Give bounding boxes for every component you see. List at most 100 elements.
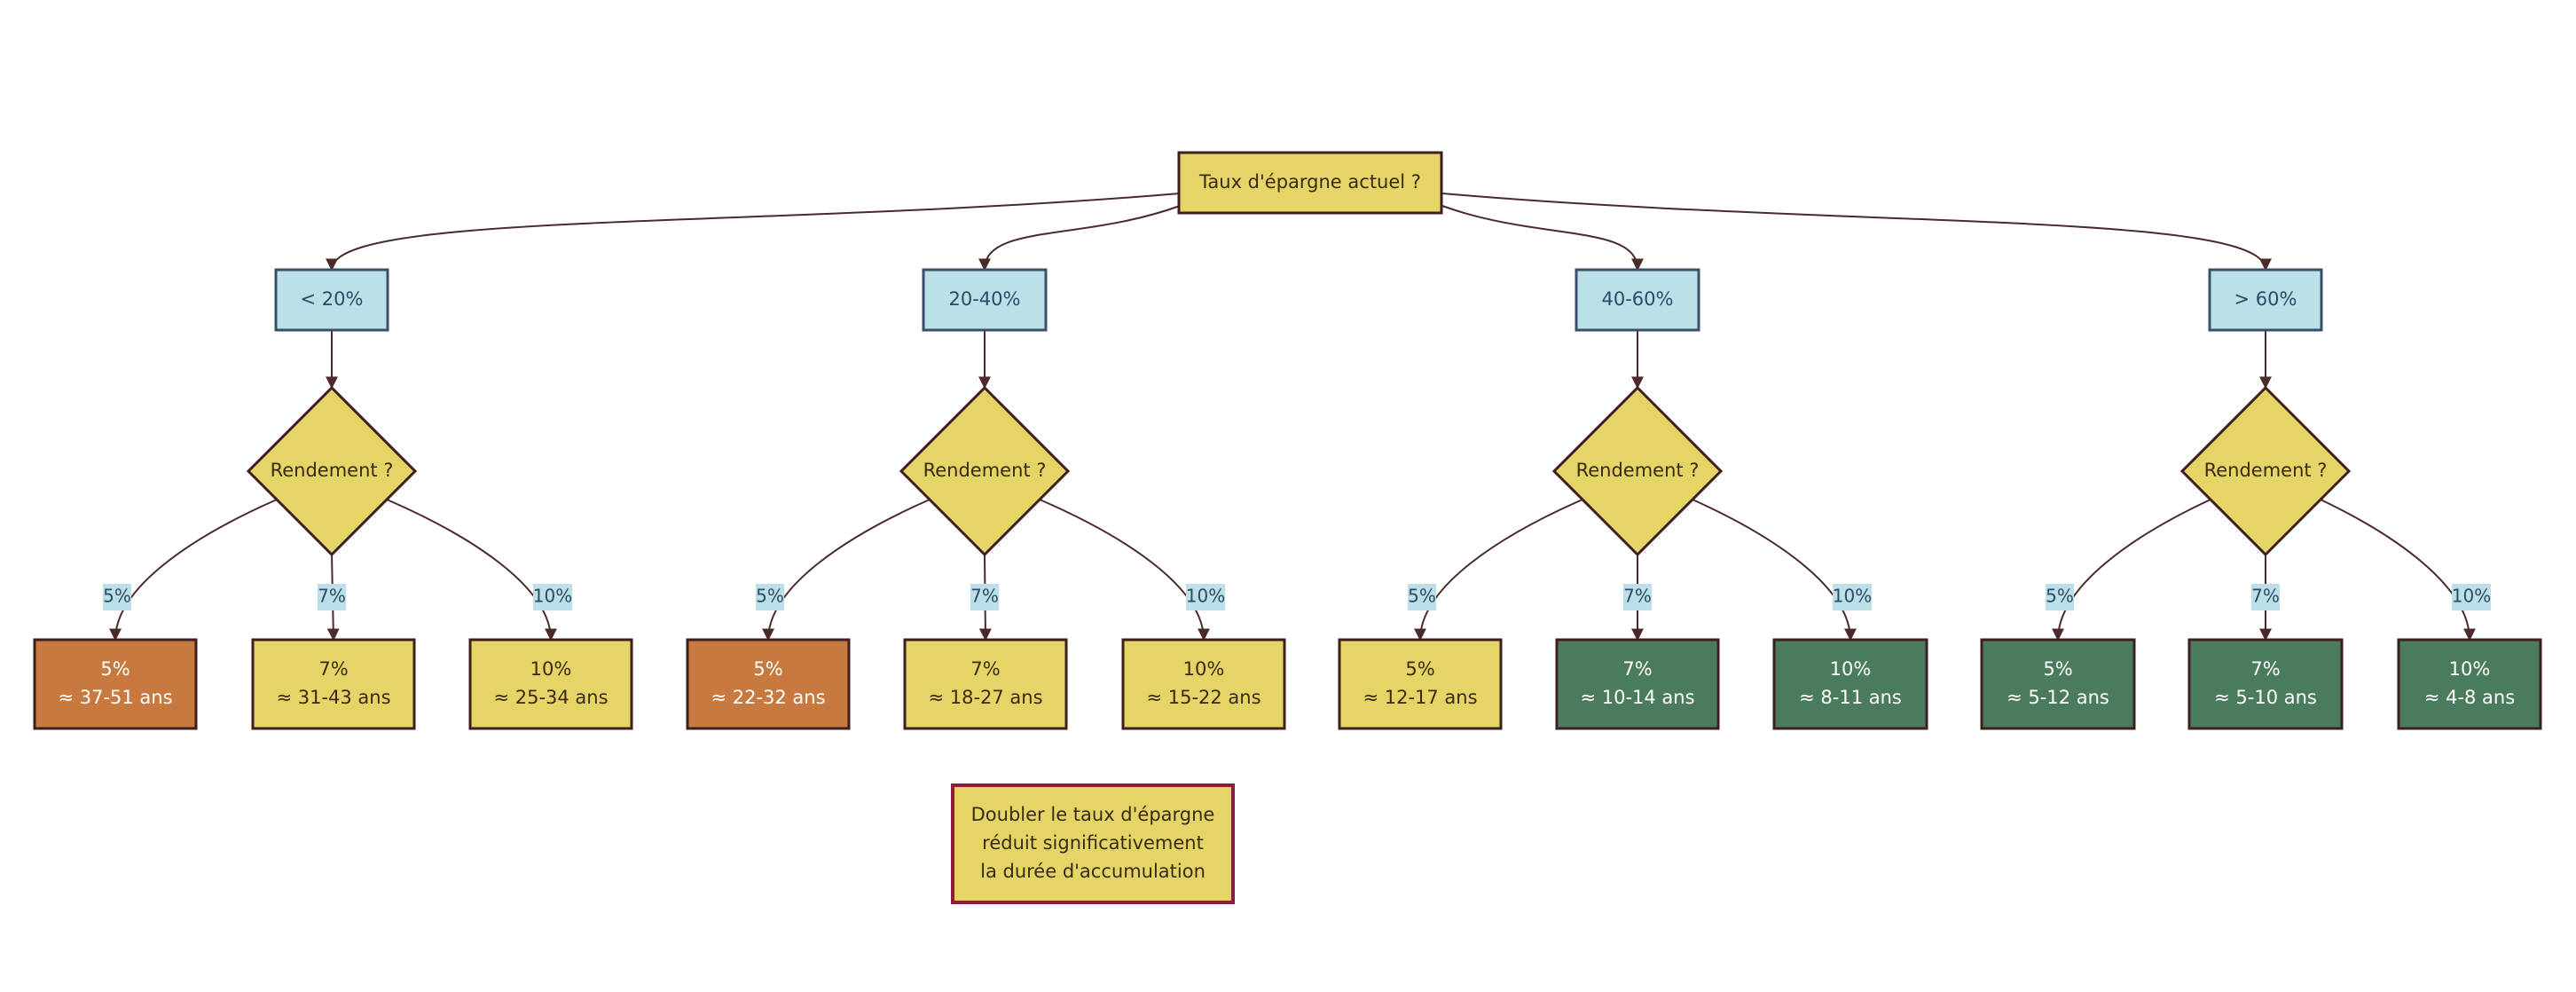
outcome-years: ≈ 4-8 ans [2424,687,2515,708]
edge-label: 7% [318,586,346,607]
outcome-box [2397,638,2542,730]
edge-label-background [756,584,784,610]
edge-label: 7% [970,586,999,607]
edge-label-background [2452,584,2491,610]
edges-layer [109,193,2476,642]
outcome-rate: 10% [530,658,572,680]
edge-root-to-range [1441,205,1644,272]
outcome-node: 7% ≈ 31-43 ans [251,638,416,730]
edge-question-to-outcome [2052,499,2211,642]
edge-label: 10% [1833,586,1872,607]
return-question-diamond [899,385,1071,557]
edge-label: 10% [533,586,572,607]
branch-group: 20-40%Rendement ? [899,268,1071,557]
outcome-years: ≈ 10-14 ans [1580,687,1694,708]
edge-label-background [103,584,131,610]
branch-group: 40-60% Rendement ? [1551,268,1724,557]
outcome-rate: 10% [1183,658,1225,680]
return-question-diamond [2179,385,2352,557]
edge-label-background [1186,584,1225,610]
outcome-years: ≈ 5-10 ans [2214,687,2317,708]
return-question-label: Rendement ? [2204,460,2328,481]
note-node: Doubler le taux d'épargne réduit signific… [951,783,1235,904]
edge-label: 5% [756,586,784,607]
edge-question-to-outcome [1414,499,1583,642]
edge-label-background [533,584,572,610]
note-box [951,783,1235,904]
return-question-label: Rendement ? [271,460,394,481]
range-box [2208,268,2323,332]
root-question-label: Taux d'épargne actuel ? [1198,171,1421,193]
branch-group: > 60% Rendement ? [2179,268,2352,557]
range-label: < 20% [301,288,364,310]
outcome-years: ≈ 31-43 ans [276,687,390,708]
outcome-node: 10% ≈ 25-34 ans [468,638,633,730]
edge-question-to-outcome [386,499,557,642]
edge-root-to-range [326,193,1181,272]
outcome-node: 7% ≈ 5-10 ans [2187,638,2344,730]
outcome-box [1555,638,1720,730]
outcome-rate: 5% [1405,658,1434,680]
edge-label: 5% [1408,586,1436,607]
note-line: Doubler le taux d'épargne [971,804,1215,825]
edge-label-background [1833,584,1872,610]
edge-label: 10% [1186,586,1225,607]
edge-label-background [318,584,346,610]
outcome-years: ≈ 8-11 ans [1799,687,1902,708]
edge-question-to-outcome [2320,499,2476,642]
outcome-node: 5%≈ 5-12 ans [1980,638,2136,730]
note-line: réduit significativement [982,832,1204,854]
range-box [1575,268,1700,332]
outcome-rate: 5% [2043,658,2072,680]
range-box [922,268,1048,332]
edge-question-to-outcome [1039,499,1210,642]
outcome-node: 5% ≈ 22-32 ans [686,638,851,730]
edge-label: 7% [2251,586,2280,607]
note-line: la durée d'accumulation [980,861,1206,882]
edge-labels-layer: 5%7%10%5%7%10%5%7%10%5%7%10% [103,584,2491,610]
outcome-years: ≈ 18-27 ans [928,687,1042,708]
return-question-diamond [1551,385,1724,557]
outcome-rate: 10% [1830,658,1872,680]
outcome-rate: 10% [2449,658,2491,680]
outcome-years: ≈ 25-34 ans [493,687,608,708]
root-question-node: Taux d'épargne actuel ? [1177,151,1443,215]
outcome-rate: 7% [2250,658,2280,680]
root-question-box [1177,151,1443,215]
edge-root-to-range [1441,193,2272,272]
edge-label-background [1408,584,1436,610]
outcome-box [686,638,851,730]
outcome-box [903,638,1068,730]
return-question-diamond [246,385,418,557]
outcome-box [1338,638,1503,730]
outcome-years: ≈ 15-22 ans [1146,687,1261,708]
range-label: > 60% [2234,288,2297,310]
nodes-layer: Taux d'épargne actuel ? < 20% Rendement ? 5… [33,151,2542,904]
edge-question-to-outcome [762,499,931,642]
outcome-box [1772,638,1928,730]
edge-label: 5% [103,586,131,607]
outcome-box [1121,638,1286,730]
outcome-rate: 5% [100,658,130,680]
edge-label: 10% [2452,586,2491,607]
outcome-node: 10% ≈ 8-11 ans [1772,638,1928,730]
outcome-node: 10% ≈ 15-22 ans [1121,638,1286,730]
return-question-label: Rendement ? [1576,460,1700,481]
outcome-node: 10% ≈ 4-8 ans [2397,638,2542,730]
range-box [274,268,389,332]
outcome-rate: 7% [1622,658,1652,680]
outcome-years: ≈ 12-17 ans [1363,687,1477,708]
outcome-years: ≈ 37-51 ans [58,687,172,708]
outcome-rate: 5% [753,658,782,680]
range-label: 20-40% [949,288,1021,310]
edge-label: 5% [2046,586,2074,607]
outcome-box [33,638,198,730]
outcome-years: ≈ 22-32 ans [711,687,825,708]
outcome-node: 7%≈ 18-27 ans [903,638,1068,730]
outcome-rate: 7% [318,658,348,680]
range-label: 40-60% [1602,288,1674,310]
edge-label-background [1623,584,1652,610]
outcome-box [251,638,416,730]
branch-group: < 20% Rendement ? [246,268,418,557]
